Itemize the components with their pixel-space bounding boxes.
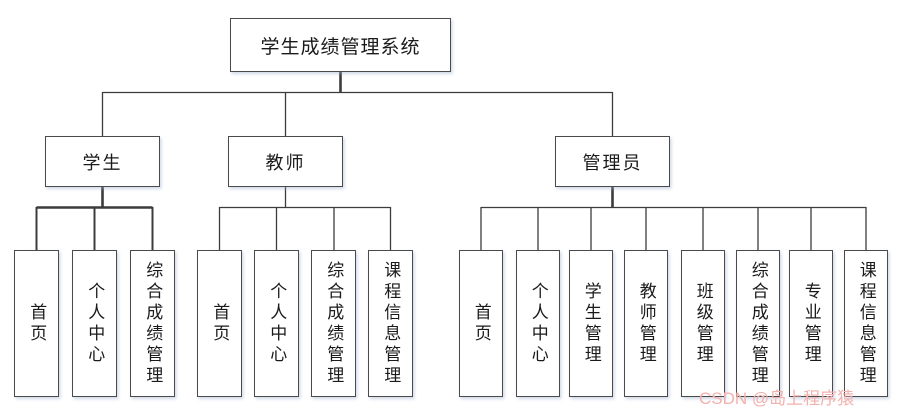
node-admin-home-label: 首页 [471, 302, 491, 345]
node-student-profile-label: 个人中心 [85, 281, 105, 366]
node-admin-majors-label: 专业管理 [801, 281, 821, 366]
node-teacher-grades-label: 综合成绩管理 [324, 260, 344, 387]
node-teacher-home-label: 首页 [210, 302, 230, 345]
node-student-profile: 个人中心 [72, 250, 117, 397]
node-admin-courses-label: 课程信息管理 [856, 260, 876, 387]
node-teacher: 教师 [228, 136, 343, 187]
csdn-watermark: CSDN @岛上程序猿 [699, 389, 855, 408]
node-teacher-courses: 课程信息管理 [368, 250, 413, 397]
node-student: 学生 [45, 136, 160, 187]
node-admin-profile: 个人中心 [516, 250, 560, 397]
node-teacher-home: 首页 [197, 250, 242, 397]
node-admin-label: 管理员 [582, 152, 643, 173]
node-admin-profile-label: 个人中心 [528, 281, 548, 366]
node-admin-home: 首页 [459, 250, 503, 397]
node-admin-grades-label: 综合成绩管理 [748, 260, 768, 387]
node-teacher-profile: 个人中心 [254, 250, 299, 397]
node-admin-classes-label: 班级管理 [693, 281, 713, 366]
node-admin-students-label: 学生管理 [581, 281, 601, 366]
node-admin-majors: 专业管理 [789, 250, 833, 397]
node-teacher-label: 教师 [265, 152, 306, 173]
node-teacher-courses-label: 课程信息管理 [381, 260, 401, 387]
node-admin-students: 学生管理 [569, 250, 613, 397]
node-admin-teachers: 教师管理 [624, 250, 668, 397]
node-root: 学生成绩管理系统 [230, 18, 451, 72]
node-admin: 管理员 [555, 136, 670, 187]
node-student-grades-label: 综合成绩管理 [143, 260, 163, 387]
node-root-label: 学生成绩管理系统 [260, 36, 421, 58]
node-admin-courses: 课程信息管理 [844, 250, 888, 397]
node-student-grades: 综合成绩管理 [130, 250, 175, 397]
node-admin-grades: 综合成绩管理 [736, 250, 780, 397]
node-student-home-label: 首页 [27, 302, 47, 345]
node-admin-classes: 班级管理 [681, 250, 725, 397]
node-student-home: 首页 [14, 250, 59, 397]
node-student-label: 学生 [82, 152, 123, 173]
node-admin-teachers-label: 教师管理 [636, 281, 656, 366]
node-teacher-grades: 综合成绩管理 [311, 250, 356, 397]
node-teacher-profile-label: 个人中心 [267, 281, 287, 366]
